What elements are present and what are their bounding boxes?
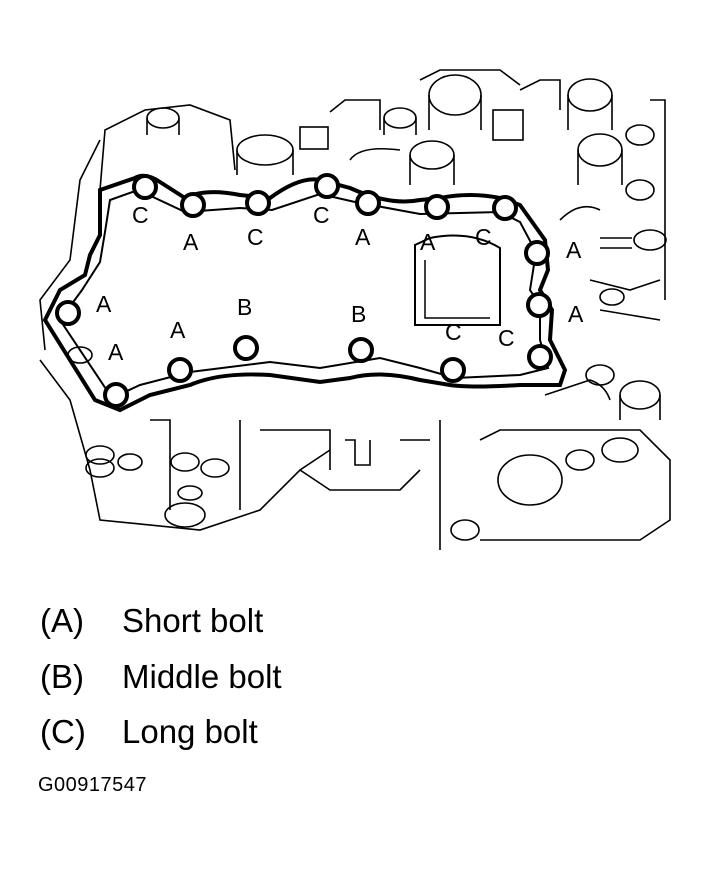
callout-c: C [498,325,515,351]
callout-b: B [237,294,252,320]
valve-body-diagram: C A C C A A C A A A A B B C C A [39,69,671,550]
figure-id: G00917547 [38,774,148,796]
legend-text: Short bolt [122,602,264,639]
legend-key: (B) [40,658,84,695]
legend-key: (C) [40,713,86,750]
callout-c: C [247,224,264,250]
legend-item-middle-bolt: (B) Middle bolt [40,660,282,693]
callout-a: A [108,339,124,365]
callout-c: C [313,202,330,228]
callout-a: A [170,317,186,343]
callout-a: A [566,237,582,263]
callout-b: B [351,301,366,327]
gasket-outline [42,173,568,413]
callout-c: C [445,319,462,345]
callout-a: A [568,301,584,327]
callout-labels: C A C C A A C A A A A B B C C A [96,202,584,365]
callout-c: C [132,202,149,228]
legend-text: Long bolt [122,713,258,750]
legend-text: Middle bolt [122,658,282,695]
callout-a: A [355,224,371,250]
legend-item-short-bolt: (A) Short bolt [40,604,263,637]
legend-key: (A) [40,602,84,639]
callout-c: C [475,224,492,250]
callout-a: A [96,291,112,317]
callout-a: A [183,229,199,255]
callout-a: A [420,229,436,255]
legend-item-long-bolt: (C) Long bolt [40,715,258,748]
background-machinery [39,69,671,550]
bolt-heads [55,173,553,408]
